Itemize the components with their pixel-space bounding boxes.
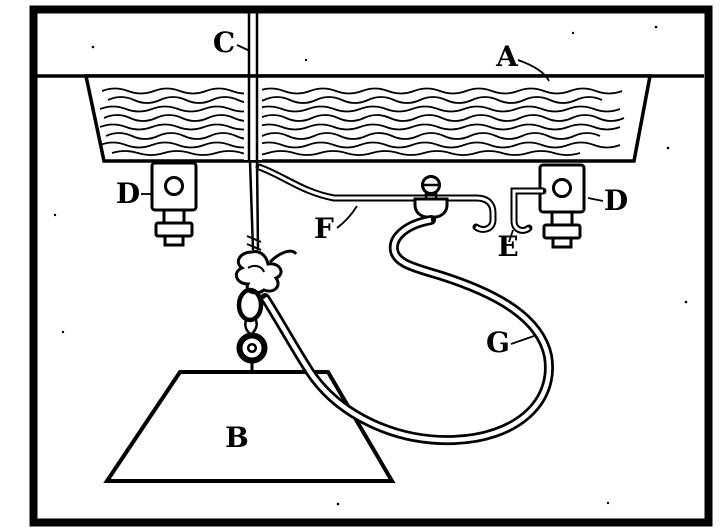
knot-inner-line (247, 264, 265, 273)
wood-grain-line (99, 105, 621, 113)
label-e-leader (508, 229, 514, 243)
wood-grain (99, 87, 625, 156)
speck (571, 31, 575, 35)
label-a: A (495, 40, 550, 82)
wood-grain-line (99, 123, 621, 131)
insulator-knob-left (150, 161, 198, 247)
wood-grain-line (103, 114, 625, 122)
label-e-text: E (497, 230, 518, 263)
speck (684, 300, 688, 304)
label-e: E (497, 229, 519, 263)
paper-specks (53, 25, 688, 506)
knot-scribble (234, 250, 283, 295)
plug-body (413, 197, 449, 219)
label-g-text: G (486, 326, 510, 359)
lamp-shade (103, 370, 396, 483)
label-f-text: F (314, 212, 334, 245)
speck (654, 25, 658, 29)
support-cord-line (255, 160, 260, 251)
label-a-leader (517, 59, 550, 82)
wire-f (255, 163, 497, 233)
label-a-text: A (495, 40, 519, 73)
knot-loose-end (268, 249, 298, 264)
label-d-left-text: D (116, 177, 140, 210)
label-f-leader (336, 205, 358, 229)
wire-f-inner (258, 165, 495, 231)
label-f: F (314, 205, 358, 245)
speck (336, 502, 340, 506)
speck (304, 58, 308, 62)
cord-gap (244, 78, 262, 160)
wood-grain-line (99, 141, 621, 149)
speck (53, 213, 57, 217)
label-c-text: C (213, 26, 235, 59)
label-d-right-text: D (604, 184, 628, 217)
wood-grain-line (101, 87, 623, 95)
hook-e-inner (512, 189, 543, 232)
cord-loop-g (260, 215, 554, 446)
wood-grain-line (111, 150, 581, 156)
ring-link (236, 287, 264, 323)
wooden-board (83, 74, 653, 163)
label-d-right-leader (587, 197, 604, 202)
label-c: C (213, 26, 251, 59)
label-c-leader (236, 44, 251, 52)
cord-knot (234, 249, 298, 295)
hanger-eye-pin (246, 342, 258, 354)
label-d-left: D (116, 177, 151, 210)
label-d-right: D (587, 184, 628, 217)
plug-connector (413, 175, 449, 219)
connection-hook-e (510, 187, 547, 234)
insulator-knob-right (538, 163, 586, 249)
speck (91, 45, 95, 49)
speck (666, 146, 670, 150)
label-b-text: B (225, 421, 249, 454)
support-cord-line (248, 160, 255, 251)
label-b: B (225, 421, 249, 454)
speck (606, 501, 610, 505)
label-g-leader (510, 335, 535, 345)
wood-grain-line (107, 96, 603, 104)
speck (61, 330, 65, 334)
loop-g-inner (263, 217, 552, 443)
wood-grain-line (105, 132, 601, 140)
label-g: G (486, 326, 535, 359)
